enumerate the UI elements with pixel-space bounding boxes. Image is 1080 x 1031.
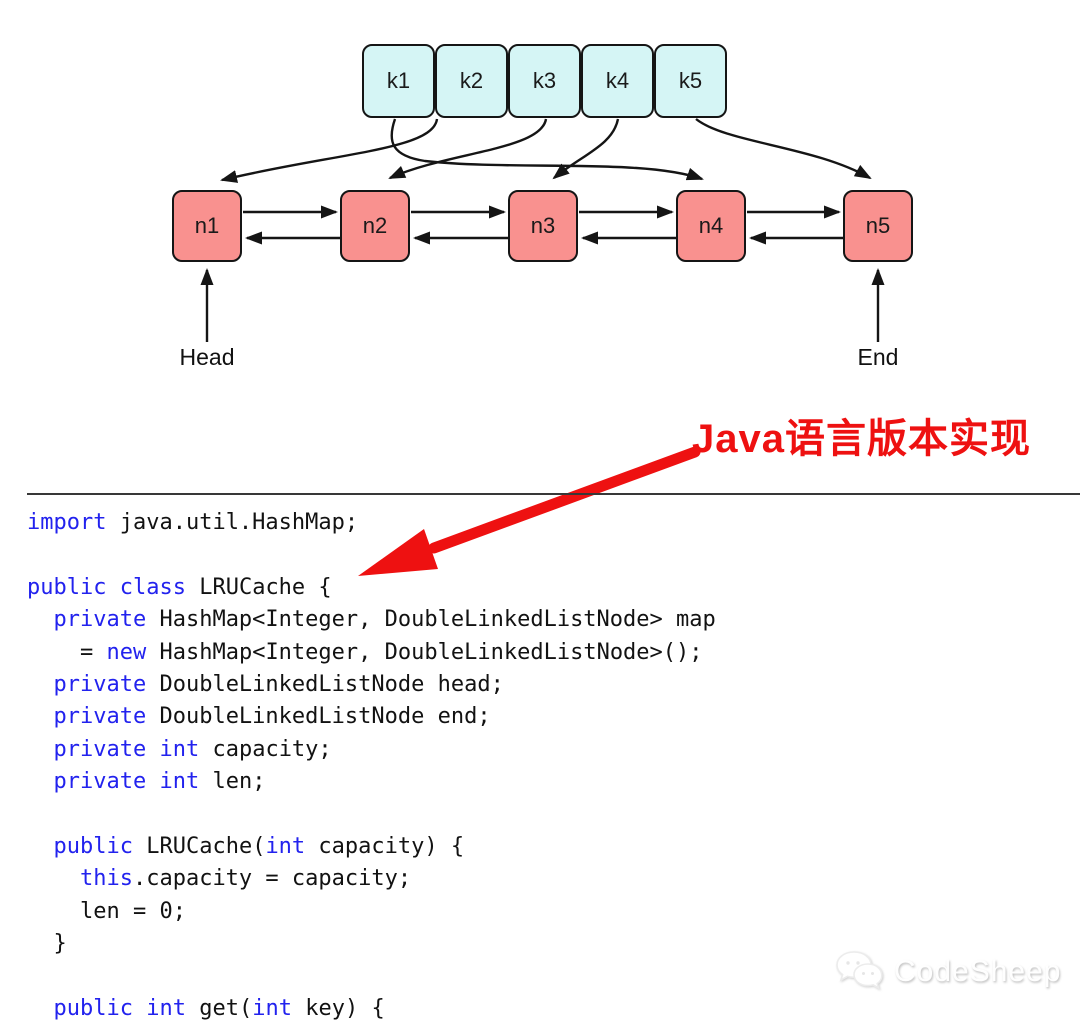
key-node-k5: k5 <box>654 44 727 118</box>
key-node-k2: k2 <box>435 44 508 118</box>
code-line <box>27 961 716 993</box>
code-line: private HashMap<Integer, DoubleLinkedLis… <box>53 607 716 633</box>
list-node-label: n4 <box>698 213 724 238</box>
code-line: private DoubleLinkedListNode head; <box>53 672 504 698</box>
code-line: = new HashMap<Integer, DoubleLinkedListN… <box>27 639 703 665</box>
code-line: import java.util.HashMap; <box>27 510 359 535</box>
watermark: CodeSheep <box>834 950 1061 994</box>
code-line: len = 0; <box>27 898 186 924</box>
edge-k1-n4 <box>390 118 704 181</box>
key-node-k1: k1 <box>362 44 435 118</box>
head-label: Head <box>179 344 235 370</box>
key-node-label: k3 <box>532 68 557 93</box>
code-line <box>27 539 716 571</box>
code-line: private int len; <box>53 769 266 795</box>
key-node-label: k2 <box>459 68 484 93</box>
key-node-k4: k4 <box>581 44 654 118</box>
key-node-k3: k3 <box>508 44 581 118</box>
code-line: public int get(int key) { <box>53 996 385 1022</box>
code-line: } <box>27 931 67 957</box>
code-line: this.capacity = capacity; <box>79 866 412 892</box>
annotation-text: Java语言版本实现 <box>692 417 1031 461</box>
end-label: End <box>857 344 899 370</box>
list-node-label: n1 <box>194 213 220 238</box>
code-line: private int capacity; <box>53 736 332 762</box>
edge-k4-n3 <box>552 118 620 180</box>
edge-k2-n1 <box>220 118 439 183</box>
list-node-n4: n4 <box>676 190 746 262</box>
edge-k3-n2 <box>388 118 548 180</box>
list-node-n5: n5 <box>843 190 913 262</box>
code-line: private DoubleLinkedListNode end; <box>53 704 491 730</box>
list-node-n2: n2 <box>340 190 410 262</box>
watermark-text: CodeSheep <box>894 955 1062 988</box>
list-node-label: n3 <box>530 213 556 238</box>
separator-line <box>27 493 1080 495</box>
key-node-label: k1 <box>386 68 411 93</box>
list-node-label: n5 <box>865 213 891 238</box>
code-block: import java.util.HashMap; public class L… <box>27 507 716 1026</box>
edge-k5-n5 <box>695 118 872 180</box>
list-node-label: n2 <box>362 213 388 238</box>
key-node-label: k4 <box>605 68 630 93</box>
code-line: public class LRUCache { <box>27 574 332 600</box>
list-node-n1: n1 <box>172 190 242 262</box>
code-line: public LRUCache(int capacity) { <box>53 834 465 860</box>
code-line <box>27 799 716 831</box>
list-node-n3: n3 <box>508 190 578 262</box>
key-node-label: k5 <box>678 68 703 93</box>
wechat-icon <box>836 951 883 990</box>
